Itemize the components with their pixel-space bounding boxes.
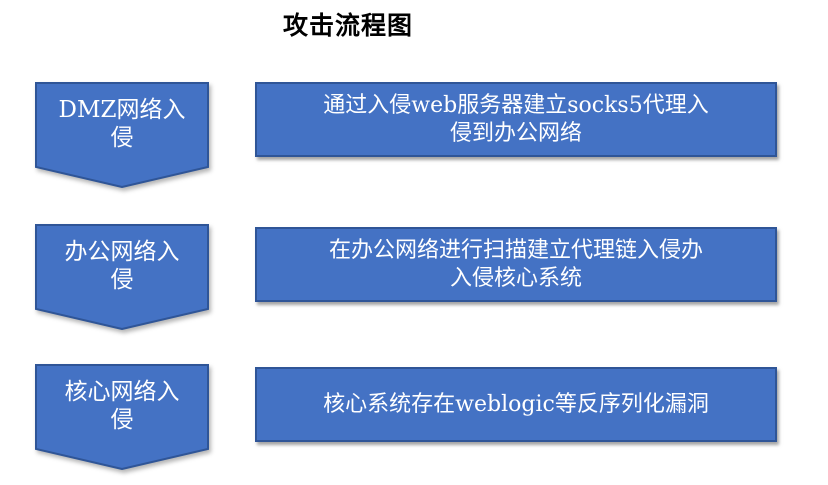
- stage-shape-office: 办公网络入 侵: [35, 224, 209, 330]
- chevron-down-shape: [35, 364, 209, 470]
- description-box-3: 核心系统存在weblogic等反序列化漏洞: [255, 367, 777, 442]
- description-box-2: 在办公网络进行扫描建立代理链入侵办 入侵核心系统: [255, 227, 777, 302]
- stage-label: 核心网络入 侵: [64, 379, 180, 433]
- chevron-down-shape: [35, 82, 209, 188]
- description-text: 核心系统存在weblogic等反序列化漏洞: [323, 391, 709, 417]
- diagram-title: 攻击流程图: [283, 12, 414, 40]
- chevron-down-shape: [35, 364, 209, 470]
- stage-label: 办公网络入 侵: [64, 239, 180, 293]
- description-text: 通过入侵web服务器建立socks5代理入 侵到办公网络: [323, 93, 709, 146]
- chevron-down-shape: [35, 82, 209, 188]
- description-box-1: 通过入侵web服务器建立socks5代理入 侵到办公网络: [255, 82, 777, 157]
- stage-shape-core: 核心网络入 侵: [35, 364, 209, 470]
- stage-shape-dmz: DMZ网络入 侵: [35, 82, 209, 188]
- chevron-down-shape: [35, 224, 209, 330]
- stage-label: DMZ网络入 侵: [58, 97, 186, 151]
- chevron-down-shape: [35, 224, 209, 330]
- description-text: 在办公网络进行扫描建立代理链入侵办 入侵核心系统: [328, 238, 703, 291]
